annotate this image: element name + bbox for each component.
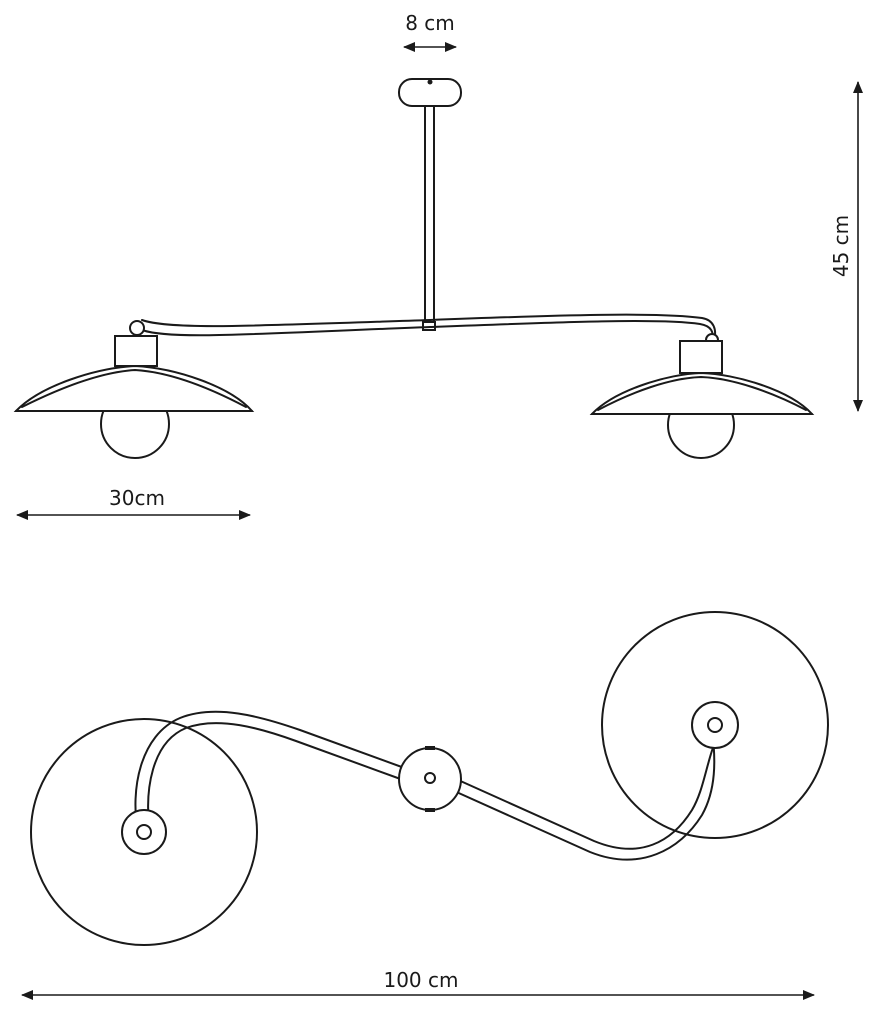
- right-lamp: [589, 340, 815, 459]
- height-dimension: 45 cm: [829, 81, 863, 412]
- left-lamp: [13, 335, 255, 459]
- top-arm: [134, 710, 721, 861]
- canopy-width-label: 8 cm: [405, 11, 455, 35]
- shade-diameter-label: 30cm: [109, 486, 165, 510]
- length-label: 100 cm: [383, 968, 458, 992]
- side-view: 8 cm: [13, 11, 863, 520]
- ceiling-canopy: [398, 78, 462, 107]
- length-dimension: 100 cm: [21, 968, 815, 1000]
- suspension-rod: [422, 105, 436, 331]
- shade-diameter-dimension: 30cm: [16, 486, 251, 520]
- right-socket-top: [691, 701, 739, 749]
- left-socket-top: [121, 809, 167, 855]
- top-view: 100 cm: [21, 611, 829, 1000]
- height-label: 45 cm: [829, 215, 853, 277]
- canopy-width-dimension: 8 cm: [403, 11, 457, 52]
- canopy-top: [398, 746, 462, 812]
